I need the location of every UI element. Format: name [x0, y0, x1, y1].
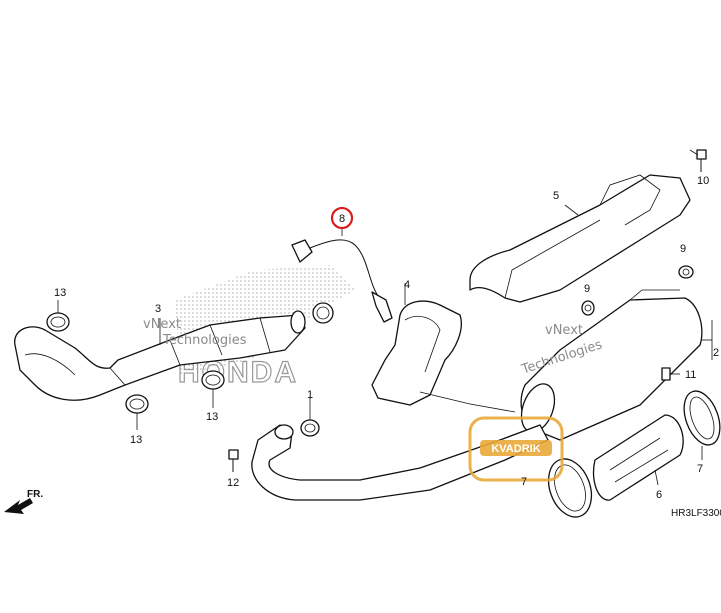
watermark-left-line1: vNext — [143, 317, 181, 332]
exhaust-rear-pipe[interactable] — [251, 424, 549, 501]
clamp-13-c[interactable] — [201, 370, 225, 408]
watermark-right-line1: vNext — [545, 323, 583, 338]
callout-8: 8 — [339, 213, 345, 225]
muffler-2[interactable] — [515, 289, 713, 441]
heat-guard-4[interactable] — [371, 283, 462, 406]
grommet-11[interactable] — [661, 367, 680, 381]
callout-13-c: 13 — [206, 411, 218, 423]
callout-4: 4 — [404, 279, 410, 291]
washer-9-a[interactable] — [678, 265, 694, 279]
highlighted-callout-8[interactable]: 8 — [330, 206, 354, 230]
muffler-cover-5[interactable] — [469, 174, 691, 303]
bolt-12[interactable] — [228, 449, 239, 472]
callout-11: 11 — [685, 369, 696, 381]
kvadrik-logo: KVADRIK — [468, 416, 564, 482]
callout-5: 5 — [553, 190, 559, 202]
watermark-left-line2: Technologies — [162, 333, 247, 348]
clamp-13-b[interactable] — [125, 394, 149, 430]
exhaust-pipe-3[interactable] — [14, 310, 306, 401]
clamp-13-d[interactable] — [312, 302, 334, 324]
kvadrik-logo-text: KVADRIK — [491, 443, 540, 455]
washer-9-b[interactable] — [581, 300, 595, 316]
bolt-10[interactable] — [689, 149, 707, 172]
callout-7-a: 7 — [521, 476, 527, 488]
clamp-7-b[interactable] — [677, 386, 721, 460]
gasket-1[interactable] — [300, 398, 320, 437]
callout-10: 10 — [697, 175, 709, 187]
bracket-leader — [419, 391, 516, 413]
clamp-7-a[interactable] — [541, 453, 599, 523]
callout-12: 12 — [227, 477, 239, 489]
oxygen-sensor-8[interactable] — [291, 228, 393, 323]
callout-13-b: 13 — [130, 434, 142, 446]
clamp-13-a[interactable] — [46, 300, 70, 332]
diagram-code: HR3LF3300 — [671, 508, 721, 519]
protector-6[interactable] — [592, 414, 684, 501]
callout-2: 2 — [713, 347, 719, 359]
callout-7-b: 7 — [697, 463, 703, 475]
callout-9-b: 9 — [584, 283, 590, 295]
callout-1: 1 — [307, 389, 313, 401]
callout-13-a: 13 — [54, 287, 66, 299]
front-direction-arrow: FR. — [4, 489, 43, 514]
direction-label: FR. — [27, 489, 43, 500]
callout-9-a: 9 — [680, 243, 686, 255]
callout-6: 6 — [656, 489, 662, 501]
callout-3: 3 — [155, 303, 161, 315]
